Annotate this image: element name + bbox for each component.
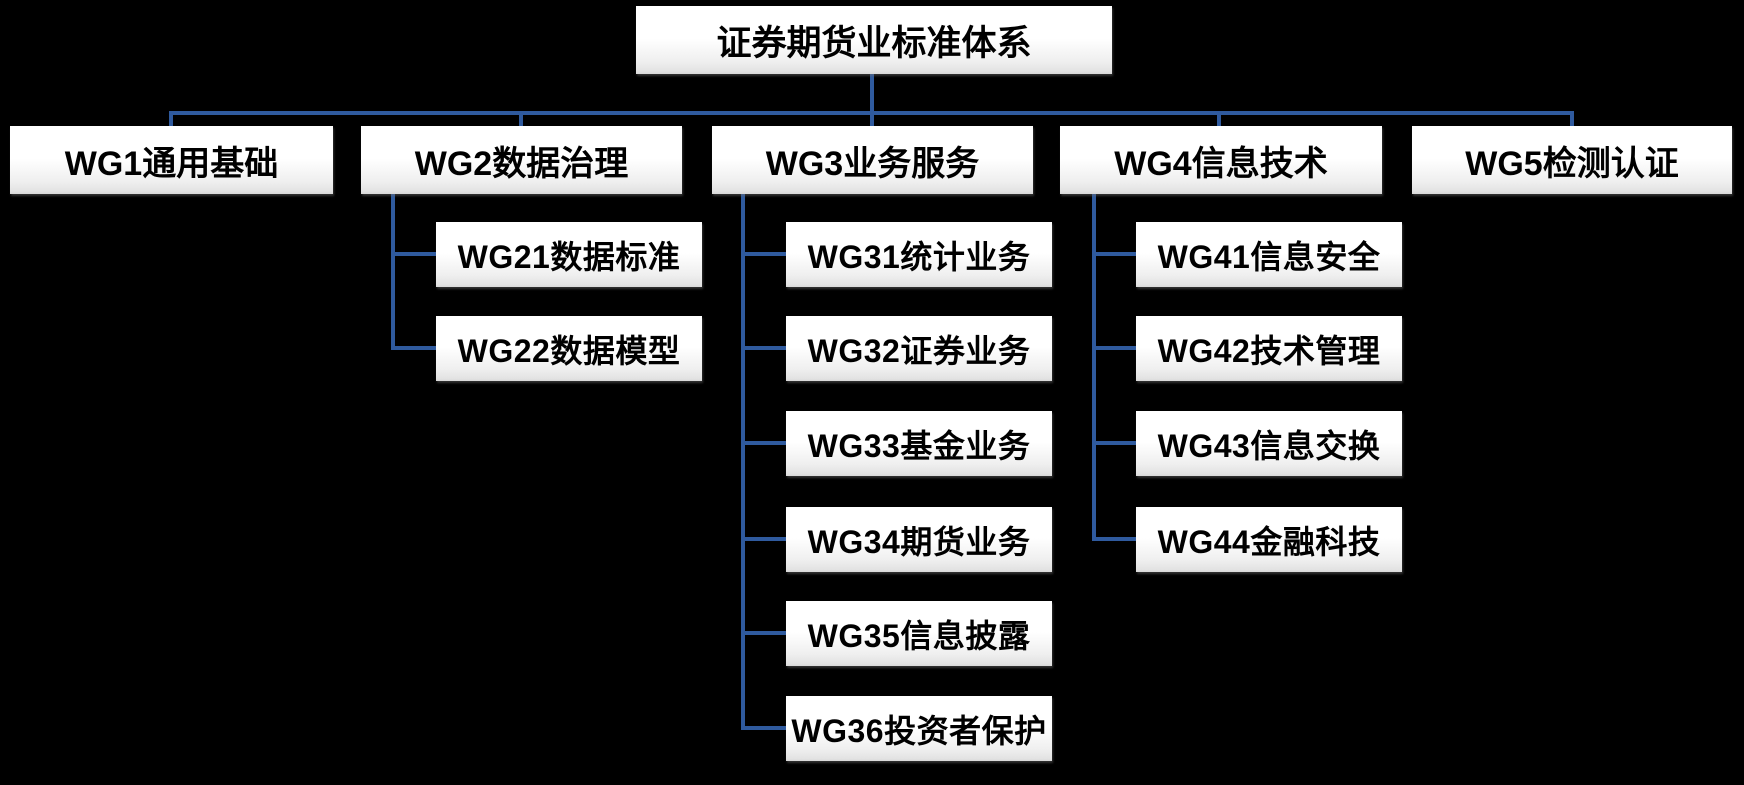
node-wg21-label: WG21数据标准 xyxy=(457,238,681,275)
node-wg4: WG4信息技术 xyxy=(1060,126,1382,194)
node-wg21: WG21数据标准 xyxy=(436,222,702,287)
connector-stub-wg2 xyxy=(519,113,523,129)
node-wg35: WG35信息披露 xyxy=(786,601,1052,666)
node-wg32: WG32证券业务 xyxy=(786,316,1052,381)
node-wg31-label: WG31统计业务 xyxy=(807,238,1031,275)
node-wg43-label: WG43信息交换 xyxy=(1157,427,1381,464)
connector-trunk-wg3 xyxy=(741,192,745,730)
node-wg42-label: WG42技术管理 xyxy=(1157,332,1381,369)
node-root-label: 证券期货业标准体系 xyxy=(716,23,1032,63)
node-wg35-label: WG35信息披露 xyxy=(807,617,1031,654)
node-wg3: WG3业务服务 xyxy=(712,126,1033,194)
connector-stub-wg5 xyxy=(1570,113,1574,129)
connector-stub-wg21 xyxy=(391,252,436,256)
connector-stub-wg41 xyxy=(1092,252,1137,256)
connector-stub-wg42 xyxy=(1092,346,1137,350)
node-wg32-label: WG32证券业务 xyxy=(807,332,1031,369)
node-wg36-label: WG36投资者保护 xyxy=(791,712,1047,749)
node-wg34: WG34期货业务 xyxy=(786,507,1052,572)
connector-stub-wg33 xyxy=(741,441,787,445)
node-wg5-label: WG5检测认证 xyxy=(1465,144,1679,183)
connector-stub-wg44 xyxy=(1092,537,1137,541)
node-wg41: WG41信息安全 xyxy=(1136,222,1402,287)
node-wg1: WG1通用基础 xyxy=(10,126,333,194)
node-wg33-label: WG33基金业务 xyxy=(807,427,1031,464)
node-wg41-label: WG41信息安全 xyxy=(1157,238,1381,275)
node-wg5: WG5检测认证 xyxy=(1412,126,1732,194)
node-wg34-label: WG34期货业务 xyxy=(807,523,1031,560)
connector-stub-wg22 xyxy=(391,346,436,350)
connector-stub-wg34 xyxy=(741,537,787,541)
connector-trunk-wg4 xyxy=(1092,192,1096,541)
connector-stub-wg4 xyxy=(1217,113,1221,129)
connector-stub-wg1 xyxy=(169,113,173,129)
connector-trunk-wg2 xyxy=(391,192,395,350)
node-wg43: WG43信息交换 xyxy=(1136,411,1402,476)
node-wg1-label: WG1通用基础 xyxy=(64,144,279,183)
node-wg44-label: WG44金融科技 xyxy=(1157,523,1381,560)
node-wg33: WG33基金业务 xyxy=(786,411,1052,476)
node-wg4-label: WG4信息技术 xyxy=(1114,144,1328,183)
connector-root-drop xyxy=(870,74,874,115)
node-wg31: WG31统计业务 xyxy=(786,222,1052,287)
connector-stub-wg43 xyxy=(1092,441,1137,445)
node-wg3-label: WG3业务服务 xyxy=(765,144,980,183)
connector-stub-wg36 xyxy=(741,726,787,730)
connector-stub-wg32 xyxy=(741,346,787,350)
connector-stub-wg3 xyxy=(870,113,874,129)
node-wg22-label: WG22数据模型 xyxy=(457,332,681,369)
node-wg2-label: WG2数据治理 xyxy=(414,144,629,183)
node-wg22: WG22数据模型 xyxy=(436,316,702,381)
node-wg42: WG42技术管理 xyxy=(1136,316,1402,381)
node-wg2: WG2数据治理 xyxy=(361,126,682,194)
node-wg44: WG44金融科技 xyxy=(1136,507,1402,572)
node-root: 证券期货业标准体系 xyxy=(636,6,1112,74)
node-wg36: WG36投资者保护 xyxy=(786,696,1052,761)
connector-stub-wg31 xyxy=(741,252,787,256)
connector-stub-wg35 xyxy=(741,631,787,635)
